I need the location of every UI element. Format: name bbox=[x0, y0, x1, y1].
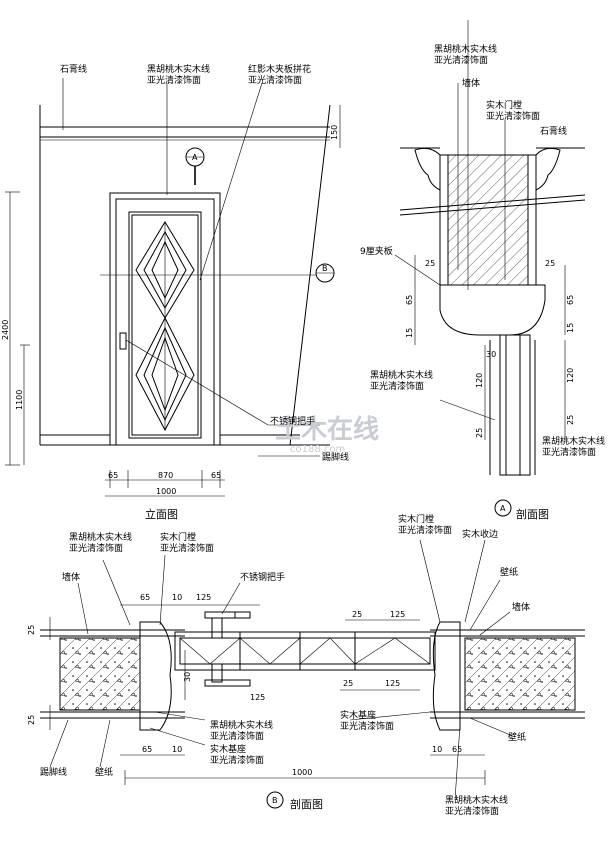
sb-d65b: 65 bbox=[142, 745, 152, 754]
sb-base-1: 实木基座 bbox=[210, 743, 246, 755]
sb-handle: 不锈钢把手 bbox=[240, 571, 285, 583]
label-handle: 不锈钢把手 bbox=[270, 415, 315, 427]
sa-d25b: 25 bbox=[545, 259, 555, 268]
sb-walnut-2: 亚光清漆饰面 bbox=[69, 542, 123, 554]
sa-wall: 墙体 bbox=[462, 77, 480, 89]
label-walnut-line-2: 亚光清漆饰面 bbox=[147, 74, 201, 86]
sb-marker-text: B bbox=[272, 796, 278, 805]
sb-d25b: 25 bbox=[343, 679, 353, 688]
label-walnut-line-1: 黑胡桃木实木线 bbox=[147, 63, 210, 75]
sa-frame-2: 亚光清漆饰面 bbox=[486, 110, 540, 122]
dim-handle-height: 1100 bbox=[15, 390, 24, 410]
label-plaster-line: 石膏线 bbox=[60, 63, 87, 75]
sb-skirting: 踢脚线 bbox=[40, 766, 67, 778]
sb-d125a: 125 bbox=[196, 593, 211, 602]
sa-d65b: 65 bbox=[566, 295, 575, 305]
sb-wallpaper-bottom: 壁纸 bbox=[508, 731, 526, 743]
sb-walnut-r1: 黑胡桃木实木线 bbox=[445, 794, 508, 806]
sb-base-2: 亚光清漆饰面 bbox=[210, 754, 264, 766]
section-a-title: 剖面图 bbox=[516, 507, 549, 521]
sa-walnut-1: 黑胡桃木实木线 bbox=[434, 43, 497, 55]
sa-plywood: 9厘夹板 bbox=[360, 245, 393, 257]
elevation-title: 立面图 bbox=[145, 507, 178, 521]
sb-d125c: 125 bbox=[250, 693, 265, 702]
sa-walnut-b2: 亚光清漆饰面 bbox=[370, 380, 424, 392]
sa-marker-text: A bbox=[500, 504, 506, 513]
sb-frame-r1: 实木门樘 bbox=[398, 513, 434, 525]
label-red-veneer-2: 亚光清漆饰面 bbox=[248, 74, 302, 86]
sa-d15b: 15 bbox=[566, 323, 575, 333]
sb-d65c: 65 bbox=[452, 745, 462, 754]
dim-left: 65 bbox=[108, 471, 118, 480]
veneer-pattern bbox=[135, 221, 195, 432]
sb-d125b: 125 bbox=[390, 610, 405, 619]
sa-d120a: 120 bbox=[475, 373, 484, 388]
sb-frame-2: 亚光清漆饰面 bbox=[160, 542, 214, 554]
sb-walnut-m2: 亚光清漆饰面 bbox=[210, 730, 264, 742]
sb-d25l1: 25 bbox=[27, 625, 36, 635]
section-marker-b2 bbox=[266, 791, 284, 809]
label-skirting: 踢脚线 bbox=[322, 451, 349, 463]
section-b-view bbox=[40, 539, 585, 809]
sa-d30: 30 bbox=[486, 350, 496, 359]
marker-a-text: A bbox=[192, 153, 198, 162]
sb-wall-left: 墙体 bbox=[62, 571, 80, 583]
section-marker-a2 bbox=[494, 499, 512, 517]
sa-frame-1: 实木门樘 bbox=[486, 99, 522, 111]
sb-d10c: 10 bbox=[432, 745, 442, 754]
dim-total: 1000 bbox=[156, 487, 176, 496]
sa-d25a: 25 bbox=[425, 259, 435, 268]
sb-walnut-r2: 亚光清漆饰面 bbox=[445, 805, 499, 817]
elevation-view bbox=[5, 78, 341, 497]
sb-d10: 10 bbox=[172, 593, 182, 602]
section-a-view bbox=[394, 20, 586, 517]
dim-height: 2400 bbox=[1, 320, 10, 340]
dim-top: 150 bbox=[330, 125, 339, 140]
sa-plaster: 石膏线 bbox=[540, 125, 567, 137]
sb-wall-right: 墙体 bbox=[512, 601, 530, 613]
sb-edge: 实木收边 bbox=[462, 528, 498, 540]
sb-d65: 65 bbox=[140, 593, 150, 602]
sb-walnut-1: 黑胡桃木实木线 bbox=[69, 531, 132, 543]
sb-d25a: 25 bbox=[352, 610, 362, 619]
sb-base-m2: 亚光清漆饰面 bbox=[340, 720, 394, 732]
marker-b-text: B bbox=[322, 264, 328, 273]
wall-left bbox=[59, 637, 141, 711]
sb-total: 1000 bbox=[292, 768, 312, 777]
label-red-veneer-1: 红影木夹板拼花 bbox=[248, 63, 311, 75]
sb-frame-r2: 亚光清漆饰面 bbox=[398, 524, 452, 536]
sb-d25l2: 25 bbox=[27, 715, 36, 725]
sb-base-m1: 实木基座 bbox=[340, 709, 376, 721]
sa-d15a: 15 bbox=[405, 328, 414, 338]
wall-right bbox=[464, 637, 576, 711]
sb-d10b: 10 bbox=[172, 745, 182, 754]
watermark: 土木在线 co188.com bbox=[275, 415, 379, 455]
sb-wallpaper-left: 壁纸 bbox=[95, 766, 113, 778]
sb-d125d: 125 bbox=[385, 679, 400, 688]
sb-frame-1: 实木门樘 bbox=[160, 531, 196, 543]
door-handle bbox=[119, 332, 127, 350]
sa-d65a: 65 bbox=[405, 295, 414, 305]
sa-walnut-c2: 亚光清漆饰面 bbox=[542, 446, 596, 458]
sa-d120b: 120 bbox=[566, 368, 575, 383]
dim-mid: 870 bbox=[158, 471, 173, 480]
section-b-title: 剖面图 bbox=[290, 797, 323, 811]
sb-walnut-m1: 黑胡桃木实木线 bbox=[210, 719, 273, 731]
sa-walnut-2: 亚光清漆饰面 bbox=[434, 54, 488, 66]
sa-walnut-c1: 黑胡桃木实木线 bbox=[542, 435, 605, 447]
sb-wallpaper-right: 壁纸 bbox=[500, 566, 518, 578]
sa-walnut-b1: 黑胡桃木实木线 bbox=[370, 369, 433, 381]
watermark-main: 土木在线 bbox=[275, 415, 379, 445]
sa-d25c: 25 bbox=[475, 428, 484, 438]
sb-d30: 30 bbox=[183, 672, 192, 682]
watermark-sub: co188.com bbox=[290, 444, 345, 455]
sa-d25d: 25 bbox=[566, 415, 575, 425]
handle-section bbox=[204, 611, 251, 687]
dim-right: 65 bbox=[211, 471, 221, 480]
